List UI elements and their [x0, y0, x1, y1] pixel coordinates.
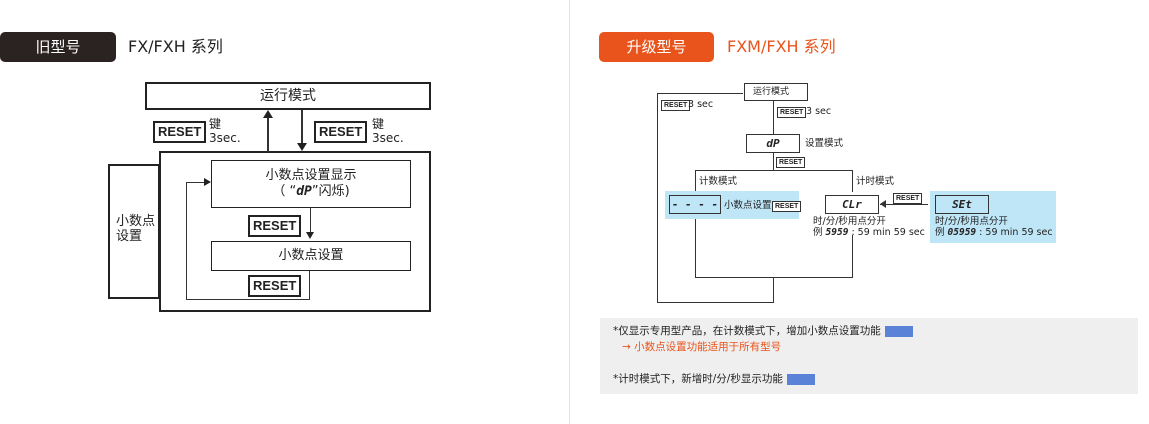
- note1: *仅显示专用型产品，在计数模式下，增加小数点设置功能: [613, 325, 913, 338]
- reset-small-timer: RESET: [893, 193, 923, 204]
- clr-arrow-head: [880, 200, 886, 208]
- decimal-display-box: 小数点设置显示 （ “dP”闪烁): [211, 160, 411, 208]
- duration-inner: 3 sec: [806, 106, 832, 117]
- decimal-display-line2: （ “dP”闪烁): [272, 184, 350, 199]
- reset-small-inner: RESET: [777, 107, 807, 118]
- run-mode-doc: 运行模式: [744, 83, 808, 101]
- decimal-set-box: 小数点设置: [211, 241, 411, 271]
- reset-key-right: RESET: [314, 121, 368, 143]
- merge-down-line: [773, 277, 774, 303]
- new-series-label: FXM/FXH 系列: [727, 37, 836, 56]
- loop-line-top: [186, 182, 208, 183]
- setting-frame: [159, 151, 431, 312]
- down-arrow-line: [301, 110, 303, 144]
- timer-down-line: [852, 235, 853, 278]
- count-mode-label: 计数模式: [699, 176, 738, 187]
- reset-key-middle: RESET: [248, 215, 302, 237]
- hms-label-1: 时/分/秒用点分开: [813, 216, 886, 227]
- note1-sub: → 小数点设置功能适用于所有型号: [622, 341, 782, 353]
- example1: 例 5959 : 59 min 59 sec: [813, 227, 925, 238]
- branch-left-line: [695, 170, 696, 192]
- run-to-setting-line: [773, 101, 774, 135]
- duration-left: 3sec.: [209, 131, 241, 145]
- new-model-tag: 升级型号: [599, 32, 714, 62]
- key-label-right: 键: [372, 117, 385, 131]
- decimal-setting-right: 小数点设置: [724, 200, 772, 211]
- dashes-display: - - - -: [669, 195, 721, 214]
- merge-line: [695, 277, 853, 278]
- reset-key-bottom: RESET: [248, 275, 302, 297]
- panel-divider: [569, 0, 570, 424]
- outer-loop-bottom: [657, 302, 773, 303]
- dp-code: dP: [296, 184, 312, 199]
- old-series-label: FX/FXH 系列: [128, 37, 223, 56]
- duration-outer: 3 sec: [688, 99, 714, 110]
- decimal-setting-box: 小数点设置: [108, 164, 160, 299]
- notes-box: [600, 318, 1138, 394]
- note2: *计时模式下，新增时/分/秒显示功能: [613, 373, 815, 386]
- up-arrow-line: [267, 112, 269, 152]
- clr-set-line: [880, 204, 928, 205]
- branch-line: [695, 170, 853, 171]
- old-model-tag: 旧型号: [0, 32, 116, 62]
- down-arrow-head: [297, 143, 307, 151]
- setting-mode-label: 设置模式: [805, 138, 844, 149]
- reset-small-outer: RESET: [661, 100, 691, 111]
- mid-arrow-head: [306, 232, 314, 239]
- note1-mark: [884, 325, 913, 337]
- loop-line-right: [309, 270, 310, 300]
- loop-line-bottom: [186, 299, 310, 300]
- setting-down-line: [773, 153, 774, 171]
- duration-right: 3sec.: [372, 131, 404, 145]
- set-display: SEt: [935, 195, 989, 214]
- note2-mark: [786, 373, 815, 385]
- outer-loop-left: [657, 93, 658, 303]
- hms-label-2: 时/分/秒用点分开: [935, 216, 1008, 227]
- key-label-left: 键: [209, 117, 222, 131]
- outer-loop-top: [657, 93, 743, 94]
- loop-line-left: [186, 182, 187, 300]
- timer-mode-label: 计时模式: [856, 176, 895, 187]
- reset-small-count: RESET: [772, 201, 802, 212]
- example2: 例 05959 : 59 min 59 sec: [935, 227, 1053, 238]
- mid-arrow-line: [310, 208, 311, 234]
- loop-arrow-head: [204, 178, 211, 186]
- clr-display: CLr: [825, 195, 879, 214]
- decimal-display-line1: 小数点设置显示: [265, 168, 357, 183]
- count-down-line: [695, 219, 696, 277]
- dp-display-box: dP: [746, 134, 800, 153]
- reset-key-left: RESET: [153, 121, 207, 143]
- branch-right-line: [852, 170, 853, 192]
- run-mode-box: 运行模式: [145, 82, 431, 110]
- reset-small-setting: RESET: [776, 157, 806, 168]
- up-arrow-head: [263, 110, 273, 118]
